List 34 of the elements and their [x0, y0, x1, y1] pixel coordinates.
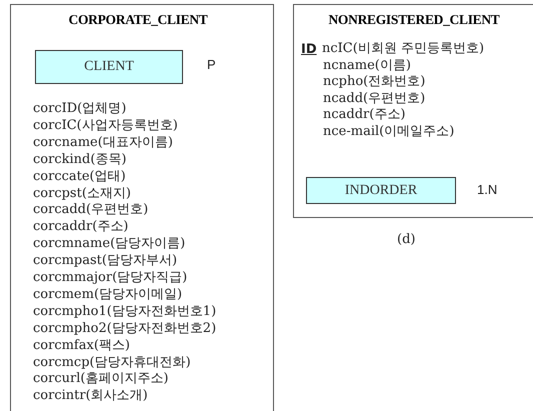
cardinality-text: P: [207, 57, 216, 72]
entity-box: INDORDER: [306, 177, 456, 204]
attribute-text: ncpho(전화번호): [323, 74, 426, 89]
entity-panel: [293, 4, 533, 218]
attribute-text: ncname(이름): [323, 58, 411, 72]
attribute-text: corcmem(담당자이메일): [33, 286, 182, 302]
key-marker: ID: [301, 42, 317, 57]
attribute-text: corcmfax(팩스): [33, 338, 130, 353]
attribute-text: ncaddr(주소): [323, 107, 406, 122]
attribute-text: corcmpho2(담당자전화번호2): [33, 320, 216, 336]
attribute-text: corcintr(회사소개): [33, 388, 148, 404]
attribute-text: corcmcp(담당자휴대전화): [33, 354, 191, 370]
attribute-text: ncadd(우편번호): [323, 90, 426, 106]
entity-title: NONREGISTERED_CLIENT: [327, 12, 501, 27]
attribute-text: corcID(업체명): [33, 101, 126, 116]
attribute-text: corcpst(소재지): [33, 186, 131, 200]
attribute-text: corcmmajor(담당자직급): [33, 270, 188, 285]
entity-box: CLIENT: [35, 50, 183, 84]
attribute-text: corcaddr(주소): [33, 219, 128, 234]
attribute-text: corcadd(우편번호): [33, 202, 148, 218]
entity-title: CORPORATE_CLIENT: [68, 12, 208, 27]
attribute-text: corckind(종목): [33, 152, 126, 167]
attribute-text: corcname(대표자이름): [33, 134, 173, 150]
attribute-text: nce-mail(이메일주소): [323, 124, 454, 138]
attribute-text: corcmname(담당자이름): [33, 236, 186, 252]
entity-panel: [10, 4, 274, 411]
attribute-text: corcmpho1(담당자전화번호1): [33, 304, 216, 319]
attribute-text: corcmpast(담당자부서): [33, 253, 178, 268]
attribute-text: ncIC(비회원 주민등록번호): [322, 41, 484, 56]
attribute-text: corcurl(홈페이지주소): [33, 371, 168, 386]
attribute-text: corcIC(사업자등록번호): [33, 118, 178, 133]
attribute-text: corccate(업태): [33, 168, 126, 184]
cardinality-text: 1.N: [477, 182, 498, 197]
figure-label: (d): [397, 232, 416, 247]
